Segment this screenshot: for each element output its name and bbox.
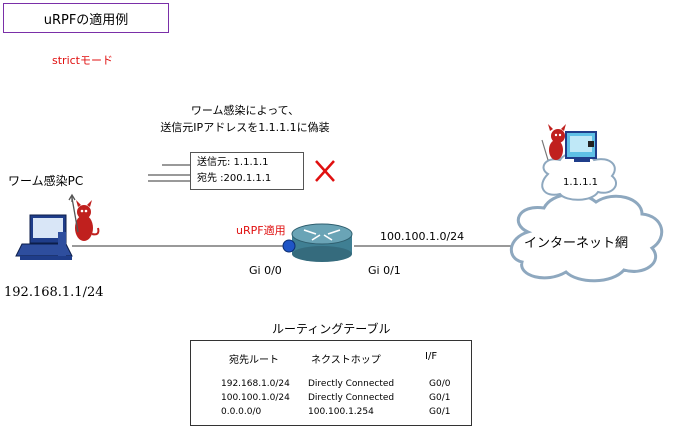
rt-row-1-if: G0/0 [429, 379, 451, 389]
packet-dst: 宛先 :200.1.1.1 [197, 173, 272, 184]
router-icon [282, 223, 353, 262]
routing-table-title: ルーティングテーブル [272, 322, 391, 336]
spoofed-packet: 送信元: 1.1.1.1 宛先 :200.1.1.1 [190, 152, 304, 190]
diagram-title: uRPFの適用例 [3, 3, 169, 33]
rt-row-1-dest: 192.168.1.0/24 [221, 379, 290, 389]
spoof-note: ワーム感染によって、 送信元IPアドレスを1.1.1.1に偽装 [120, 102, 370, 136]
spoof-note-line-1: ワーム感染によって、 [190, 104, 300, 117]
routing-table: 宛先ルート ネクストホップ I/F 192.168.1.0/24 Directl… [190, 340, 472, 426]
pc-icon [15, 214, 73, 260]
attacker-cloud [541, 151, 617, 201]
attacker-ip: 1.1.1.1 [563, 177, 598, 188]
mode-label: strictモード [52, 54, 113, 67]
rt-header-if: I/F [425, 351, 438, 362]
spoof-note-line-2: 送信元IPアドレスを1.1.1.1に偽装 [160, 121, 330, 134]
attacker-monitor-icon [541, 124, 597, 162]
router-if-left: Gi 0/0 [249, 264, 282, 277]
router-if-right: Gi 0/1 [368, 264, 401, 277]
rt-row-2-if: G0/1 [429, 393, 451, 403]
rt-row-3-nexthop: 100.100.1.254 [308, 407, 374, 417]
infected-pc-label: ワーム感染PC [8, 174, 84, 188]
rt-header-dest: 宛先ルート [229, 355, 279, 366]
devil-icon [68, 193, 100, 241]
uplink-network: 100.100.1.0/24 [380, 230, 465, 243]
cross-icon [315, 160, 335, 182]
rt-row-2-dest: 100.100.1.0/24 [221, 393, 290, 403]
internet-label: インターネット網 [524, 236, 629, 251]
host-ip: 192.168.1.1/24 [4, 285, 104, 300]
urpf-label: uRPF適用 [236, 224, 286, 237]
title-text: uRPFの適用例 [43, 12, 129, 28]
rt-row-2-nexthop: Directly Connected [308, 393, 395, 403]
rt-row-3-dest: 0.0.0.0/0 [221, 407, 262, 417]
rt-row-3-if: G0/1 [429, 407, 451, 417]
cloud-icon [510, 192, 664, 283]
rt-header-nexthop: ネクストホップ [311, 355, 381, 366]
packet-src: 送信元: 1.1.1.1 [197, 157, 269, 168]
rt-row-1-nexthop: Directly Connected [308, 379, 395, 389]
